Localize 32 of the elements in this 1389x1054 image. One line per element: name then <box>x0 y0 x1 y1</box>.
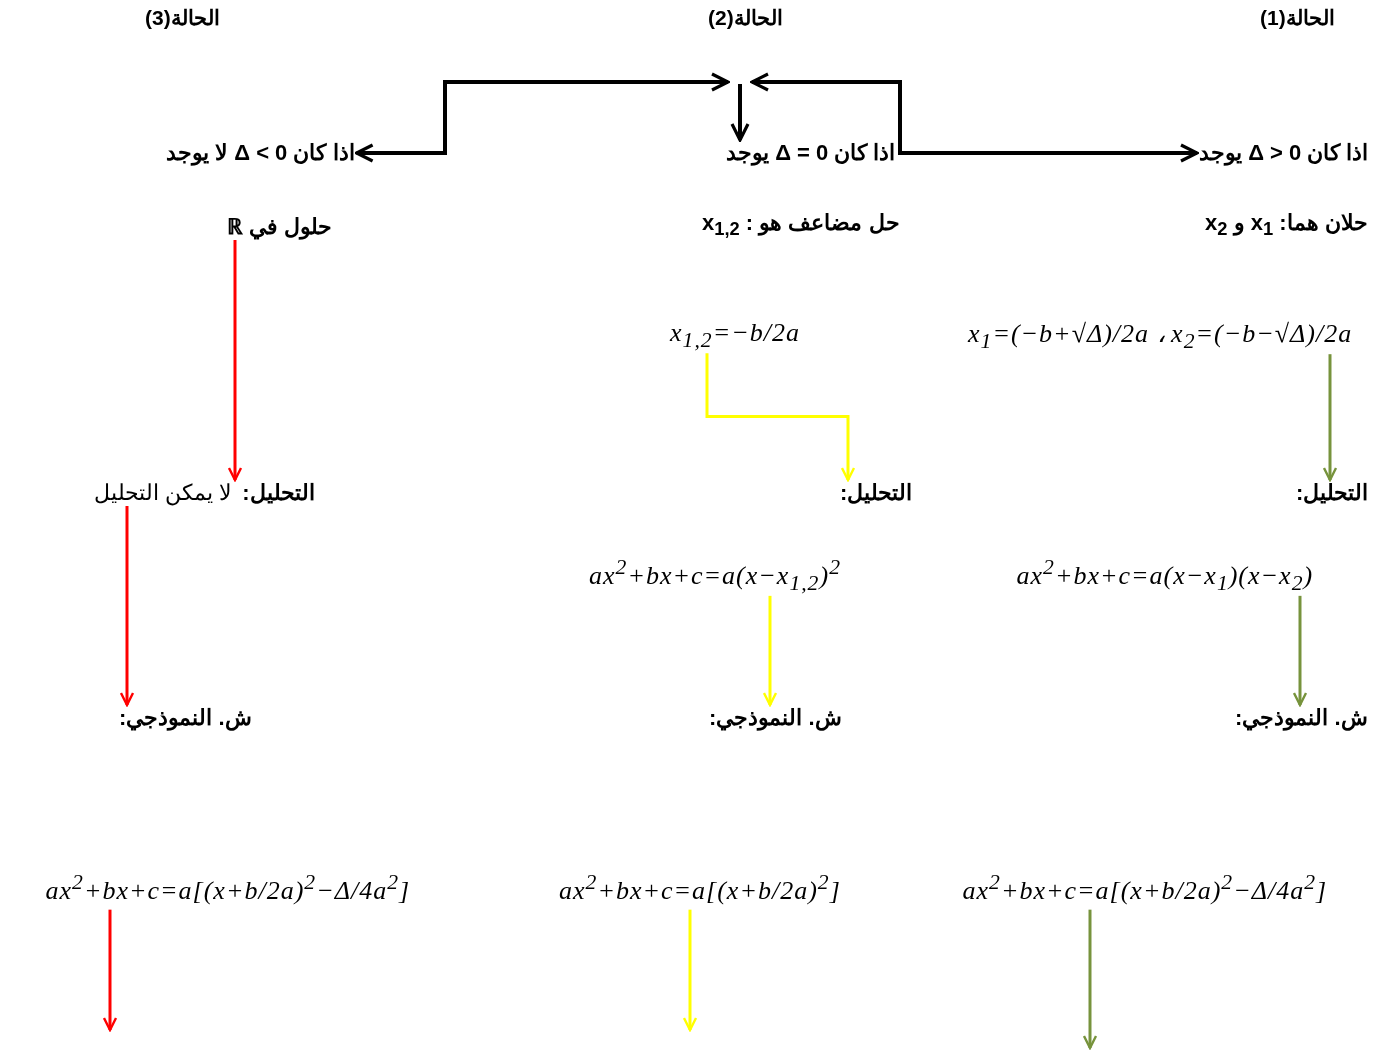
arrow <box>1322 354 1338 482</box>
formula: ax$^{2}$+bx+c=a(x−x$_{1}$)(x−x$_{2}$) <box>1016 555 1314 596</box>
arrow <box>355 72 730 163</box>
heading-text: التحليل: <box>242 480 315 505</box>
arrow <box>1292 595 1308 707</box>
arrow <box>1082 909 1098 1050</box>
case-heading: الحالة(1) <box>1260 6 1335 30</box>
formula: ax$^{2}$+bx+c=a[(x+b/2a)$^{2}$−Δ/4a$^{2}$] <box>962 870 1328 906</box>
arrow <box>705 353 856 482</box>
arrow <box>762 595 778 707</box>
formula: x$_{1,2}$=−b/2a <box>670 318 800 354</box>
formula: ax$^{2}$+bx+c=a[(x+b/2a)$^{2}$] <box>559 870 841 906</box>
condition-text: اذا كان Δ < 0 لا يوجد <box>166 140 355 166</box>
arrow <box>119 506 135 707</box>
arrow <box>227 240 243 482</box>
formula: ax$^{2}$+bx+c=a(x−x$_{1,2}$)$^{2}$ <box>589 555 841 596</box>
heading-text: ش. النموذجي: <box>709 705 842 731</box>
heading-text: التحليل: <box>840 480 913 506</box>
condition-text: اذا كان Δ = 0 يوجد <box>726 140 896 166</box>
arrow <box>102 909 118 1032</box>
condition-text: اذا كان Δ > 0 يوجد <box>1199 140 1369 166</box>
arrow <box>730 84 750 142</box>
case-heading: الحالة(2) <box>708 6 783 30</box>
solution-text: حلول في ℝ <box>227 210 333 240</box>
arrow <box>750 72 1199 163</box>
formula: ax$^{2}$+bx+c=a[(x+b/2a)$^{2}$−Δ/4a$^{2}$] <box>45 870 411 906</box>
heading-text: التحليل: <box>1296 480 1369 506</box>
arrow <box>682 909 698 1032</box>
heading-text: ش. النموذجي: <box>119 705 252 731</box>
note-text: لا يمكن التحليل <box>94 480 233 505</box>
case-heading: الحالة(3) <box>145 6 220 30</box>
heading-text: ش. النموذجي: <box>1235 705 1368 731</box>
